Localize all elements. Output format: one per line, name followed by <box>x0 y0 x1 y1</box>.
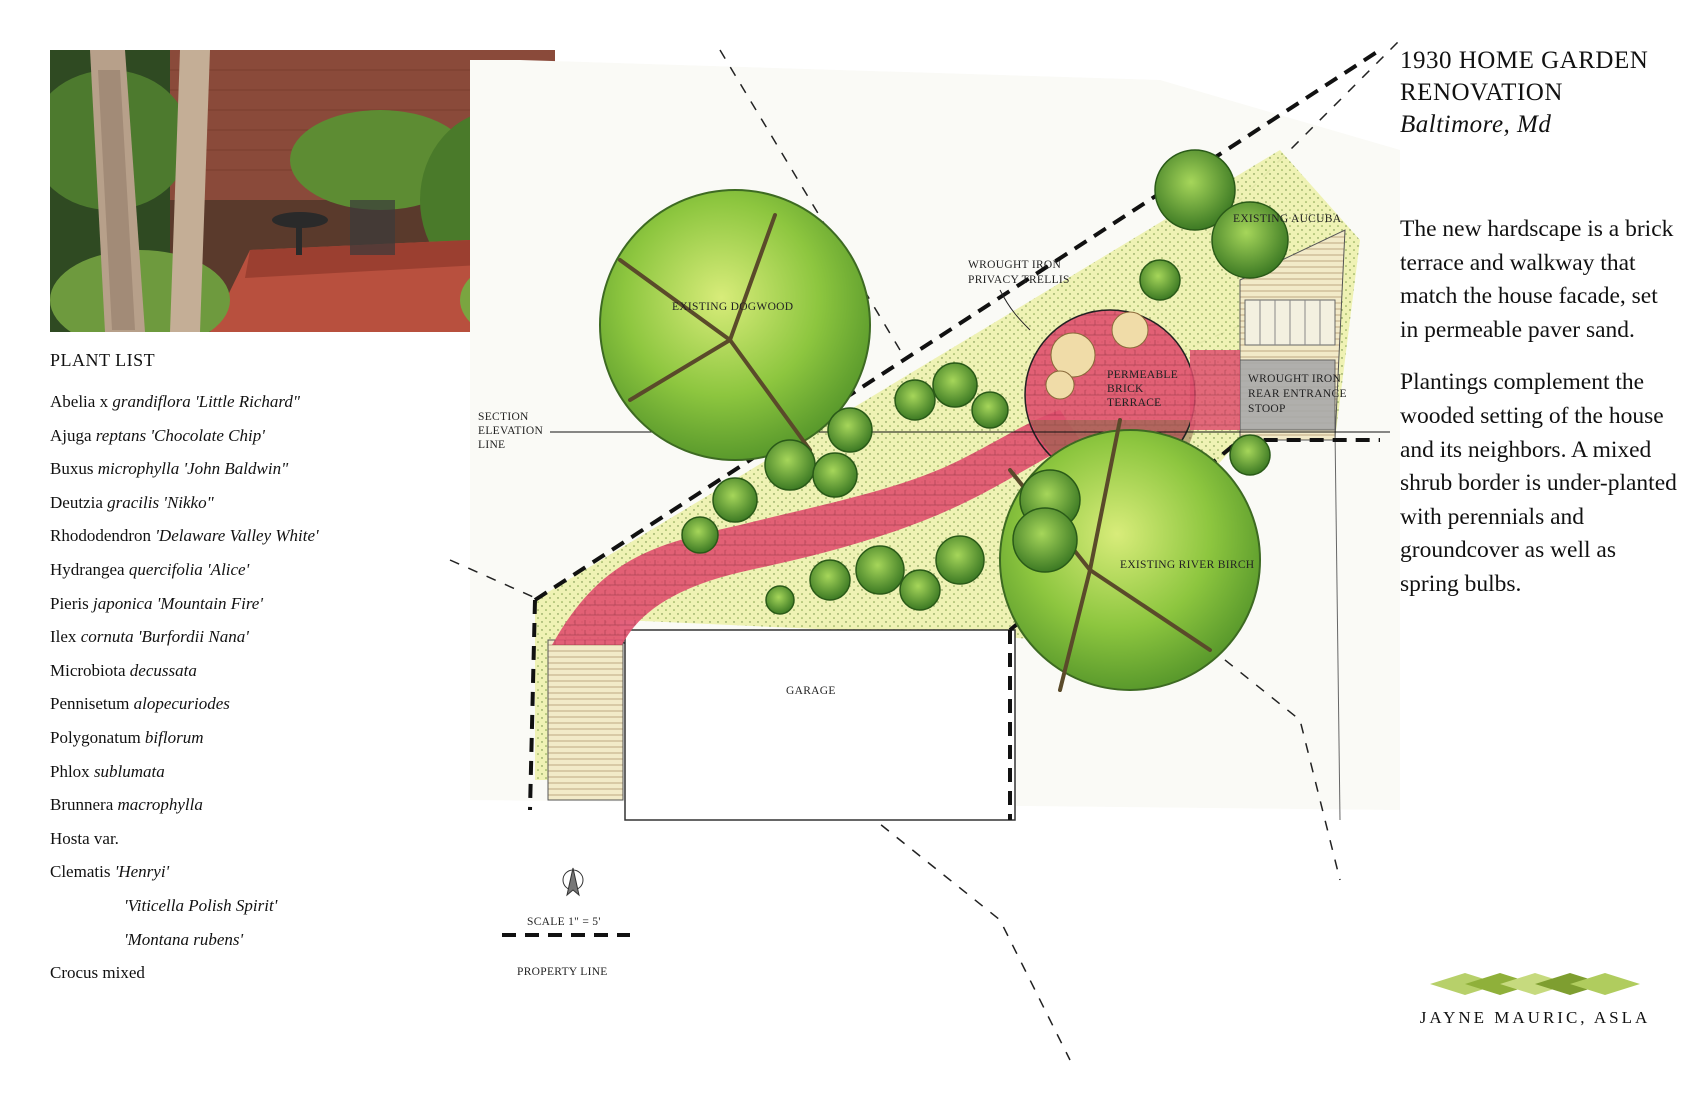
title-line-2: RENOVATION <box>1400 79 1563 106</box>
label-scale: SCALE 1" = 5' <box>527 916 601 928</box>
plant-item: Hosta var. <box>50 828 119 848</box>
description-paragraph-1: The new hardscape is a brick terrace and… <box>1400 216 1674 343</box>
project-description: The new hardscape is a brick terrace and… <box>1400 213 1680 621</box>
plant-item: Abelia x grandiflora 'Little Richard" <box>50 392 301 411</box>
plant-item: Clematis 'Henryi' <box>50 862 170 882</box>
plant-list: PLANT LIST Abelia x grandiflora 'Little … <box>50 350 470 990</box>
plant-item: Microbiota decussata <box>50 660 197 680</box>
shrub-border <box>681 259 1271 615</box>
existing-aucuba-shrub <box>1154 149 1289 279</box>
label-terrace-line3: TERRACE <box>1107 397 1162 409</box>
plant-item: Ilex cornuta 'Burfordii Nana' <box>50 627 249 647</box>
garage <box>624 629 1016 821</box>
brick-walkway <box>552 410 1080 645</box>
terrace-planter <box>1111 311 1149 349</box>
project-location: Baltimore, Md <box>1400 111 1552 138</box>
label-existing-river-birch: EXISTING RIVER BIRCH <box>1120 559 1254 571</box>
plant-item: Crocus mixed <box>50 963 145 983</box>
existing-dogwood-tree <box>599 189 871 461</box>
stoop-connector <box>1190 350 1240 430</box>
house-stoop <box>1239 229 1346 821</box>
plant-item: Pieris japonica 'Mountain Fire' <box>50 593 263 613</box>
label-trellis-line1: WROUGHT IRON <box>968 259 1062 271</box>
plant-item: Deutzia gracilis 'Nikko" <box>50 492 214 512</box>
label-trellis-line2: PRIVACY TRELLIS <box>968 274 1070 286</box>
label-section-line1: SECTION <box>478 411 529 423</box>
plant-item: Hydrangea quercifolia 'Alice' <box>50 559 250 579</box>
garage-steps <box>547 639 624 801</box>
label-section-line2: ELEVATION <box>478 425 543 437</box>
site-plan: EXISTING DOGWOOD EXISTING AUCUBA WROUGHT… <box>449 38 1400 1061</box>
project-title: 1930 HOME GARDEN RENOVATION Baltimore, M… <box>1400 45 1690 141</box>
label-existing-dogwood: EXISTING DOGWOOD <box>672 301 793 313</box>
plant-item: Buxus microphylla 'John Baldwin" <box>50 459 289 479</box>
plant-item: Phlox sublumata <box>50 761 165 781</box>
planting-bed <box>535 150 1360 780</box>
description-paragraph-2: Plantings complement the wooded setting … <box>1400 369 1677 597</box>
plant-item: Brunnera macrophylla <box>50 795 203 815</box>
designer-logo: JAYNE MAURIC, ASLA <box>1400 970 1670 1028</box>
designer-name: JAYNE MAURIC, ASLA <box>1419 1008 1651 1027</box>
diamond-logo-icon <box>1430 973 1640 995</box>
plant-item: Polygonatum biflorum <box>50 727 204 747</box>
plant-item: 'Viticella Polish Spirit' <box>124 895 278 915</box>
trellis-leader <box>999 289 1031 331</box>
terrace-planter <box>1045 370 1075 400</box>
label-stoop-line2: REAR ENTRANCE <box>1248 388 1347 400</box>
title-line-1: 1930 HOME GARDEN <box>1400 47 1649 74</box>
label-existing-aucuba: EXISTING AUCUBA <box>1233 213 1342 225</box>
terrace-planter <box>1050 332 1096 378</box>
label-section-line3: LINE <box>478 439 505 451</box>
plant-list-heading: PLANT LIST <box>50 350 156 370</box>
plant-item: Rhododendron 'Delaware Valley White' <box>50 526 319 546</box>
label-property-line: PROPERTY LINE <box>517 966 608 978</box>
plant-item: Pennisetum alopecuriodes <box>50 694 230 714</box>
plant-item: Ajuga reptans 'Chocolate Chip' <box>50 425 265 445</box>
north-arrow-icon <box>562 867 584 897</box>
label-terrace-line2: BRICK <box>1107 383 1144 395</box>
label-garage: GARAGE <box>786 685 836 697</box>
label-stoop-line1: WROUGHT IRON <box>1248 373 1342 385</box>
label-stoop-line3: STOOP <box>1248 403 1286 415</box>
label-terrace-line1: PERMEABLE <box>1107 369 1178 381</box>
plant-item: 'Montana rubens' <box>124 929 244 949</box>
